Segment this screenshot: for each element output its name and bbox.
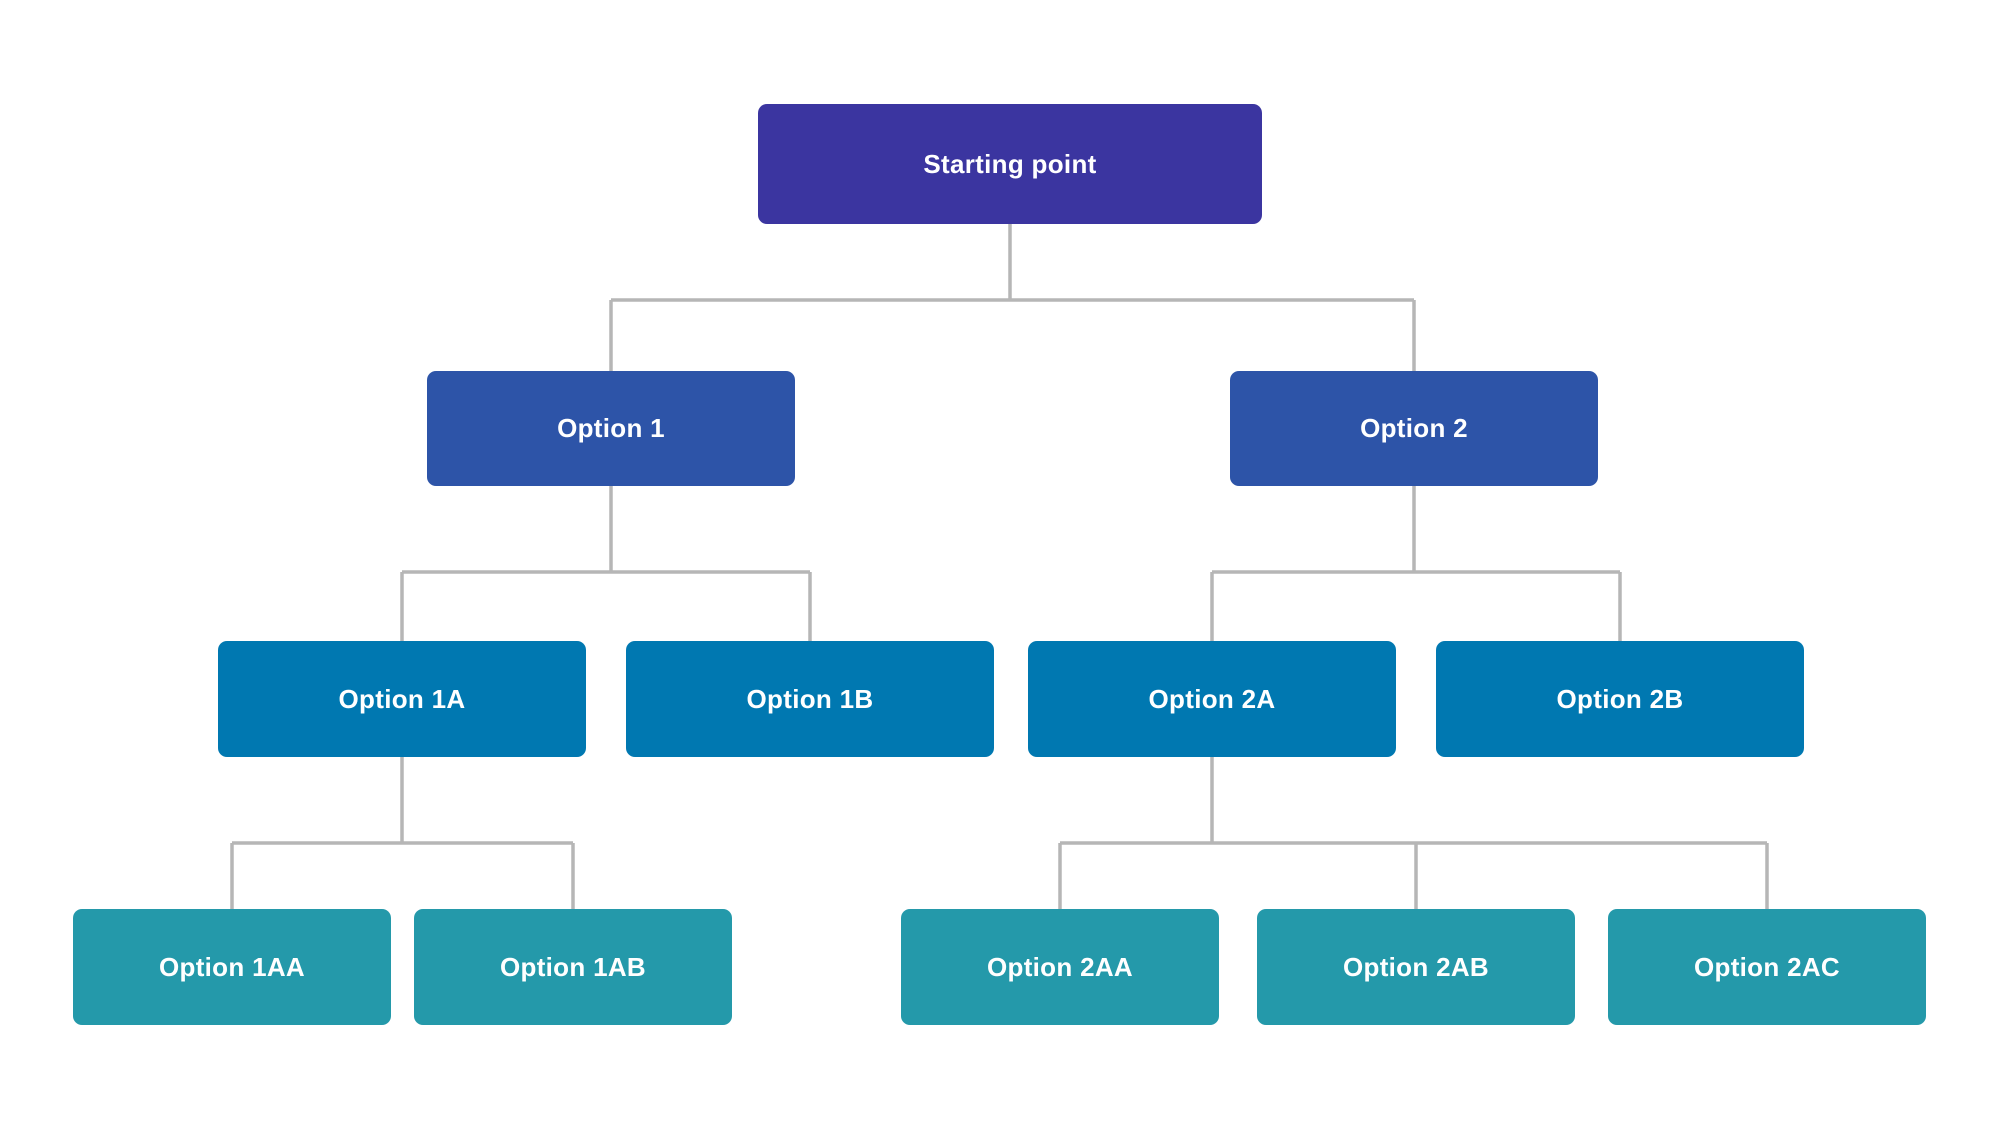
node-label: Option 2AC (1694, 951, 1840, 982)
node-option-2ab: Option 2AB (1257, 909, 1575, 1025)
node-option-1ab: Option 1AB (414, 909, 732, 1025)
node-option-2ac: Option 2AC (1608, 909, 1926, 1025)
node-label: Option 1A (338, 683, 466, 714)
node-option-1aa: Option 1AA (73, 909, 391, 1025)
node-option-2aa: Option 2AA (901, 909, 1219, 1025)
node-label: Option 1AB (500, 951, 646, 982)
node-label: Option 2A (1148, 683, 1276, 714)
node-starting-point: Starting point (758, 104, 1262, 224)
node-option-1b: Option 1B (626, 641, 994, 757)
node-option-2b: Option 2B (1436, 641, 1804, 757)
node-label: Option 1 (557, 413, 665, 443)
node-option-1a: Option 1A (218, 641, 586, 757)
node-label: Starting point (923, 148, 1097, 179)
node-label: Option 2 (1360, 413, 1468, 443)
node-label: Option 2AB (1343, 951, 1489, 982)
connector-option1a-to-children (230, 757, 575, 909)
connector-option1-to-children (400, 486, 812, 641)
node-option-2: Option 2 (1230, 371, 1598, 486)
node-label: Option 2B (1556, 683, 1684, 714)
connector-start-to-options (609, 224, 1416, 371)
node-option-2a: Option 2A (1028, 641, 1396, 757)
node-label: Option 1B (746, 683, 874, 714)
connector-option2-to-children (1210, 486, 1622, 641)
node-option-1: Option 1 (427, 371, 795, 486)
connector-option2a-to-children (1058, 757, 1769, 909)
node-label: Option 1AA (159, 951, 305, 982)
node-label: Option 2AA (987, 951, 1133, 982)
